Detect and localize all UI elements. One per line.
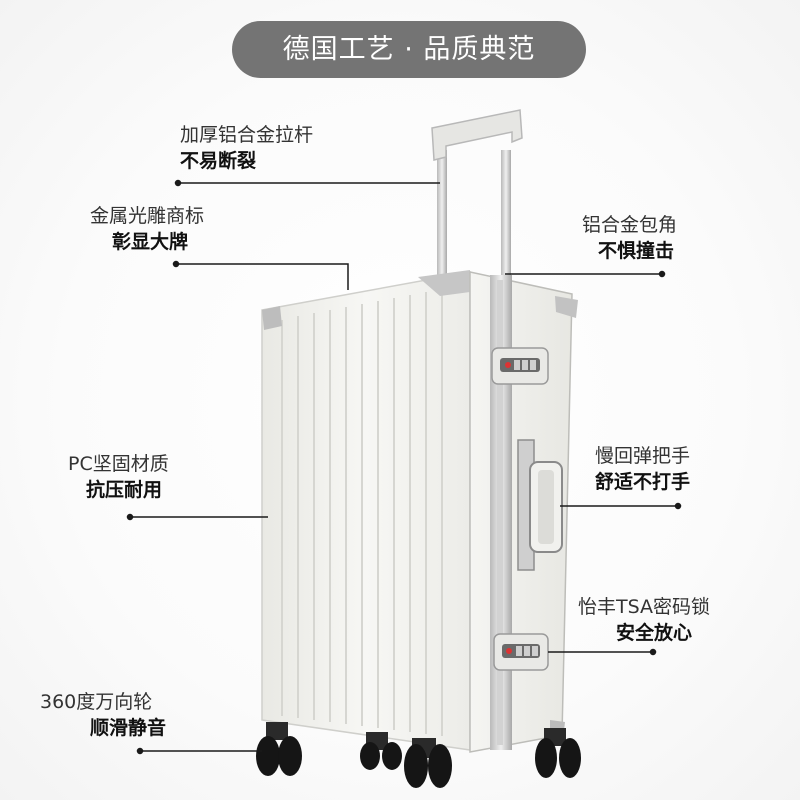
wheel-icon — [256, 722, 581, 788]
suitcase-side-shell — [261, 270, 471, 751]
feature-wheels: 360度万向轮 顺滑静音 — [40, 689, 166, 741]
feature-side-handle-title: 慢回弹把手 — [595, 445, 691, 467]
logo-callout-line — [176, 263, 349, 290]
feature-corner-title: 铝合金包角 — [582, 214, 678, 236]
feature-logo: 金属光雕商标 彰显大牌 — [90, 203, 204, 255]
headline-banner: 德国工艺 · 品质典范 — [232, 21, 586, 78]
lock-icon — [491, 347, 549, 385]
feature-lock-subtitle: 安全放心 — [616, 622, 693, 644]
feature-wheels-subtitle: 顺滑静音 — [90, 717, 167, 739]
feature-shell: PC坚固材质 抗压耐用 — [68, 451, 169, 503]
lower-lock — [493, 633, 549, 671]
feature-logo-subtitle: 彰显大牌 — [112, 231, 189, 253]
feature-logo-title: 金属光雕商标 — [90, 205, 205, 227]
feature-lock-title: 怡丰TSA密码锁 — [578, 596, 711, 618]
feature-handle-title: 加厚铝合金拉杆 — [180, 124, 314, 146]
feature-handle-subtitle: 不易断裂 — [180, 150, 257, 172]
feature-corner-subtitle: 不惧撞击 — [598, 240, 675, 262]
feature-shell-title: PC坚固材质 — [68, 453, 169, 475]
feature-corner: 铝合金包角 不惧撞击 — [582, 212, 677, 264]
telescopic-handle — [431, 109, 523, 280]
feature-shell-subtitle: 抗压耐用 — [86, 479, 163, 501]
feature-lock: 怡丰TSA密码锁 安全放心 — [578, 594, 710, 646]
feature-side-handle-subtitle: 舒适不打手 — [595, 471, 691, 493]
feature-handle: 加厚铝合金拉杆 不易断裂 — [180, 122, 313, 174]
feature-wheels-title: 360度万向轮 — [40, 691, 153, 713]
feature-side-handle: 慢回弹把手 舒适不打手 — [595, 443, 690, 495]
side-carry-handle — [517, 439, 563, 571]
